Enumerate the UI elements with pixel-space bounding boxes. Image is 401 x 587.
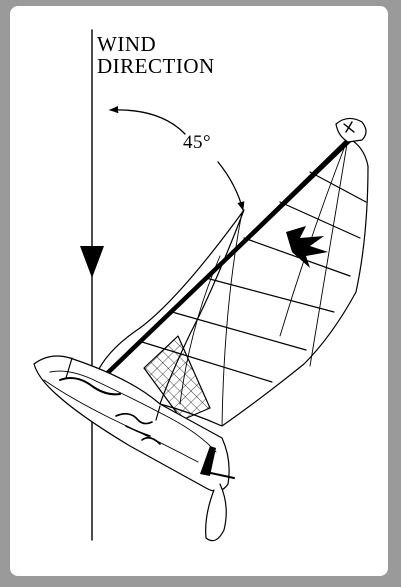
angle-arc-icon: [109, 106, 245, 211]
trampoline-mesh: [143, 335, 211, 421]
sailing-diagram: [33, 29, 369, 542]
diagram-card: WIND DIRECTION 45°: [10, 6, 388, 576]
hull-stripe: [59, 377, 121, 396]
wind-direction-indicator: [80, 29, 104, 541]
angle-label: 45°: [183, 132, 212, 153]
catamaran-icon: [33, 117, 369, 542]
hobie-cat-logo-icon: [286, 226, 328, 268]
down-triangle-arrow-icon: [80, 246, 104, 278]
wind-label-line2: DIRECTION: [97, 54, 215, 78]
hobie-script-logo-icon: [115, 412, 161, 445]
wind-label-line1: WIND: [97, 32, 157, 56]
